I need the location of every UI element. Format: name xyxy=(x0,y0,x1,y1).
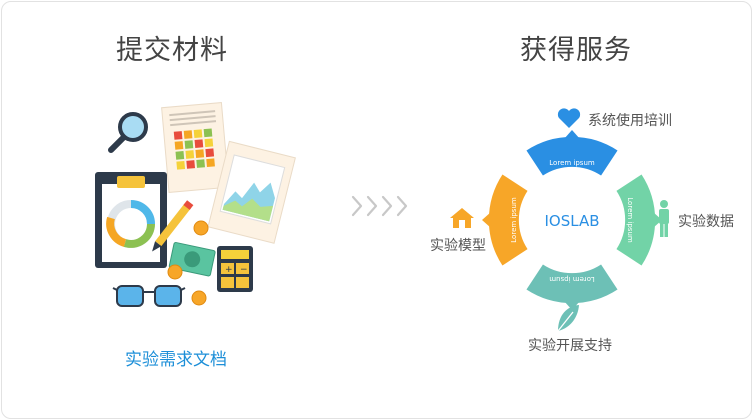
grid-report-icon xyxy=(161,101,230,193)
item-label-right: 实验数据 xyxy=(678,214,734,230)
svg-text:+: + xyxy=(225,265,233,275)
item-label-bottom: 实验开展支持 xyxy=(528,338,612,354)
leaf-icon xyxy=(557,305,579,332)
segment-label-bottom: Lorem ipsum xyxy=(549,275,595,283)
pointer-top xyxy=(564,130,580,139)
segment-label-left: Lorem ipsum xyxy=(510,197,518,243)
magnifier-icon xyxy=(108,112,148,153)
service-cycle-diagram: Lorem ipsum Lorem ipsum Lorem ipsum Lore… xyxy=(482,130,662,310)
item-label-left: 实验模型 xyxy=(430,238,486,254)
cycle-segment-bottom xyxy=(526,264,618,304)
cycle-segment-left xyxy=(488,174,528,266)
pointer-right xyxy=(653,212,662,228)
chevron-arrows-icon xyxy=(351,195,408,217)
person-icon xyxy=(659,200,669,237)
right-section-title: 获得服务 xyxy=(520,35,632,66)
pen-icon xyxy=(152,200,194,252)
item-label-top: 系统使用培训 xyxy=(588,113,672,129)
house-icon xyxy=(450,208,474,228)
pointer-bottom xyxy=(564,301,580,310)
segment-label-right: Lorem ipsum xyxy=(626,197,634,243)
left-section-caption: 实验需求文档 xyxy=(125,350,227,370)
clipboard-icon xyxy=(95,172,167,268)
cycle-segment-top xyxy=(526,136,618,176)
svg-text:−: − xyxy=(240,265,248,275)
glasses-icon xyxy=(112,285,186,307)
pointer-left xyxy=(482,212,491,228)
cycle-segment-right xyxy=(616,174,656,266)
document-illustration: + − xyxy=(95,101,296,307)
segment-label-top: Lorem ipsum xyxy=(549,159,595,167)
left-section-title: 提交材料 xyxy=(116,35,228,66)
area-chart-paper-icon xyxy=(207,140,296,244)
coin-icons xyxy=(167,220,209,306)
heart-icon xyxy=(557,108,581,128)
center-label: IOSLAB xyxy=(544,212,599,230)
calculator-icon: + − xyxy=(217,246,253,292)
